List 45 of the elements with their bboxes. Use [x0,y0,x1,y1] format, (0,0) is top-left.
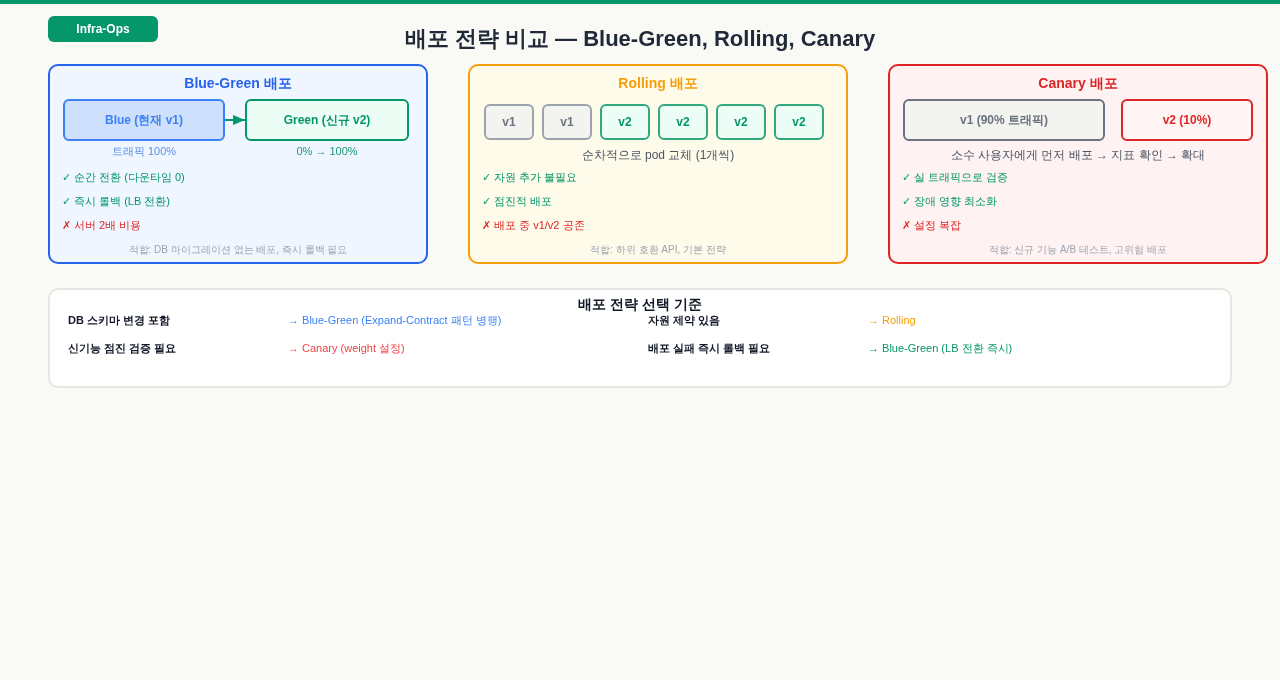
pod-box: v1 [542,104,592,140]
category-badge: Infra-Ops [48,16,158,42]
panel-heading: Canary 배포 [1038,74,1118,93]
suitability-note: 적합: DB 마이그레이션 없는 배포, 즉시 롤백 필요 [128,243,348,257]
recommendation-text: → Blue-Green (Expand-Contract 패턴 병행) [288,313,502,327]
pod-box: v2 [600,104,650,140]
pod-box: v1 [484,104,534,140]
drawback-item: ✗ 설정 복잡 [902,218,962,233]
environment-box: Blue (현재 v1) [63,99,225,141]
criterion-text: 배포 실패 즉시 롤백 필요 [648,341,771,355]
environment-box: Green (신규 v2) [245,99,409,141]
advantage-item: ✓ 즉시 롤백 (LB 전환) [62,194,170,209]
strategy-panel [48,64,428,264]
panel-heading: Rolling 배포 [618,74,698,93]
process-caption: 순차적으로 pod 교체 (1개씩) [581,147,735,163]
pod-box: v2 [716,104,766,140]
advantage-item: ✓ 장애 영향 최소화 [902,194,998,209]
criteria-panel [48,288,1232,388]
advantage-item: ✓ 자원 추가 불필요 [482,170,578,185]
strategy-panel [468,64,848,264]
panel-heading: Blue-Green 배포 [184,74,292,93]
suitability-note: 적합: 신규 기능 A/B 테스트, 고위험 배포 [988,243,1168,257]
recommendation-text: → Blue-Green (LB 전환 즉시) [868,341,1013,355]
version-box: v1 (90% 트래픽) [903,99,1105,141]
criterion-text: 신기능 점진 검증 필요 [68,341,177,355]
arrow [224,115,246,125]
version-box: v2 (10%) [1121,99,1253,141]
recommendation-text: → Rolling [868,313,916,327]
diagram-title: 배포 전략 비교 — Blue-Green, Rolling, Canary [404,25,876,53]
traffic-caption: 트래픽 100% [111,144,177,158]
pod-box: v2 [774,104,824,140]
criterion-text: DB 스키마 변경 포함 [68,313,171,327]
advantage-item: ✓ 점진적 배포 [482,194,553,209]
advantage-item: ✓ 실 트래픽으로 검증 [902,170,1009,185]
drawback-item: ✗ 서버 2배 비용 [62,218,142,233]
advantage-item: ✓ 순간 전환 (다운타임 0) [62,170,185,185]
recommendation-text: → Canary (weight 설정) [288,341,405,355]
strategy-panel [888,64,1268,264]
drawback-item: ✗ 배포 중 v1/v2 공존 [482,218,585,233]
process-caption: 소수 사용자에게 먼저 배포 → 지표 확인 → 확대 [950,147,1206,163]
criterion-text: 자원 제약 있음 [648,313,721,327]
panel-heading: 배포 전략 선택 기준 [578,295,702,313]
pod-box: v2 [658,104,708,140]
traffic-caption: 0% → 100% [296,144,358,158]
suitability-note: 적합: 하위 호환 API, 기본 전략 [590,243,726,257]
